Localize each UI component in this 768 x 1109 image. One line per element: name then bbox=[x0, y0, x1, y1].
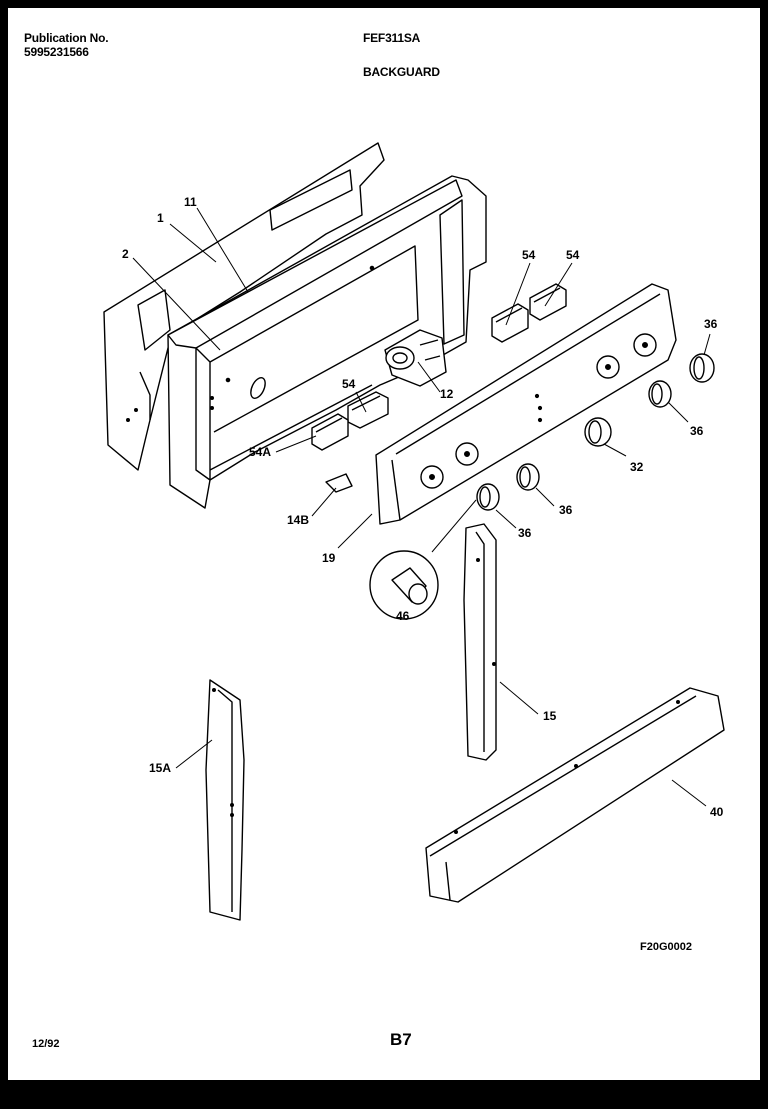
callout-14b: 14B bbox=[287, 513, 309, 527]
terminal-block-54a bbox=[311, 413, 349, 451]
callout-36-top: 36 bbox=[704, 317, 718, 331]
callout-12: 12 bbox=[440, 387, 454, 401]
model-number: FEF311SA bbox=[363, 31, 421, 45]
callout-36-right: 36 bbox=[690, 424, 704, 438]
callout-2: 2 bbox=[122, 247, 129, 261]
callout-36-low: 36 bbox=[518, 526, 532, 540]
control-panel bbox=[375, 283, 677, 525]
callout-15: 15 bbox=[543, 709, 557, 723]
knob-32 bbox=[584, 417, 612, 447]
knob-36-mid bbox=[516, 463, 540, 491]
section-title: BACKGUARD bbox=[363, 65, 440, 79]
publication-number: 5995231566 bbox=[24, 45, 89, 59]
callout-54-mid: 54 bbox=[342, 377, 356, 391]
callout-54-top-right: 54 bbox=[566, 248, 580, 262]
callout-1: 1 bbox=[157, 211, 164, 225]
page-number: B7 bbox=[390, 1030, 412, 1049]
diagram-sheet bbox=[8, 8, 760, 1080]
callout-32: 32 bbox=[630, 460, 644, 474]
callout-54a: 54A bbox=[249, 445, 271, 459]
knob-36-low bbox=[476, 483, 500, 511]
detail-view-46 bbox=[369, 499, 477, 620]
knob-36-top bbox=[689, 353, 715, 383]
rear-shield-panel bbox=[103, 142, 385, 471]
callout-54-top-left: 54 bbox=[522, 248, 536, 262]
callout-46: 46 bbox=[396, 609, 410, 623]
infinite-switch bbox=[384, 329, 447, 387]
terminal-block-mid bbox=[347, 391, 389, 429]
side-trim-15 bbox=[463, 523, 497, 761]
callout-36-mid: 36 bbox=[559, 503, 573, 517]
knob-36-right bbox=[648, 380, 672, 408]
bracket-14b bbox=[325, 473, 353, 493]
callout-19: 19 bbox=[322, 551, 336, 565]
terminal-block-right-a bbox=[491, 303, 529, 343]
callout-11: 11 bbox=[184, 195, 197, 209]
callout-15a: 15A bbox=[149, 761, 171, 775]
publication-date: 12/92 bbox=[32, 1038, 60, 1050]
trim-40 bbox=[425, 687, 725, 903]
backguard-frame bbox=[126, 175, 487, 509]
leader-lines bbox=[132, 207, 711, 807]
figure-code: F20G0002 bbox=[640, 941, 692, 953]
callout-40: 40 bbox=[710, 805, 724, 819]
publication-label: Publication No. bbox=[24, 31, 109, 45]
side-trim-15a bbox=[205, 679, 245, 921]
